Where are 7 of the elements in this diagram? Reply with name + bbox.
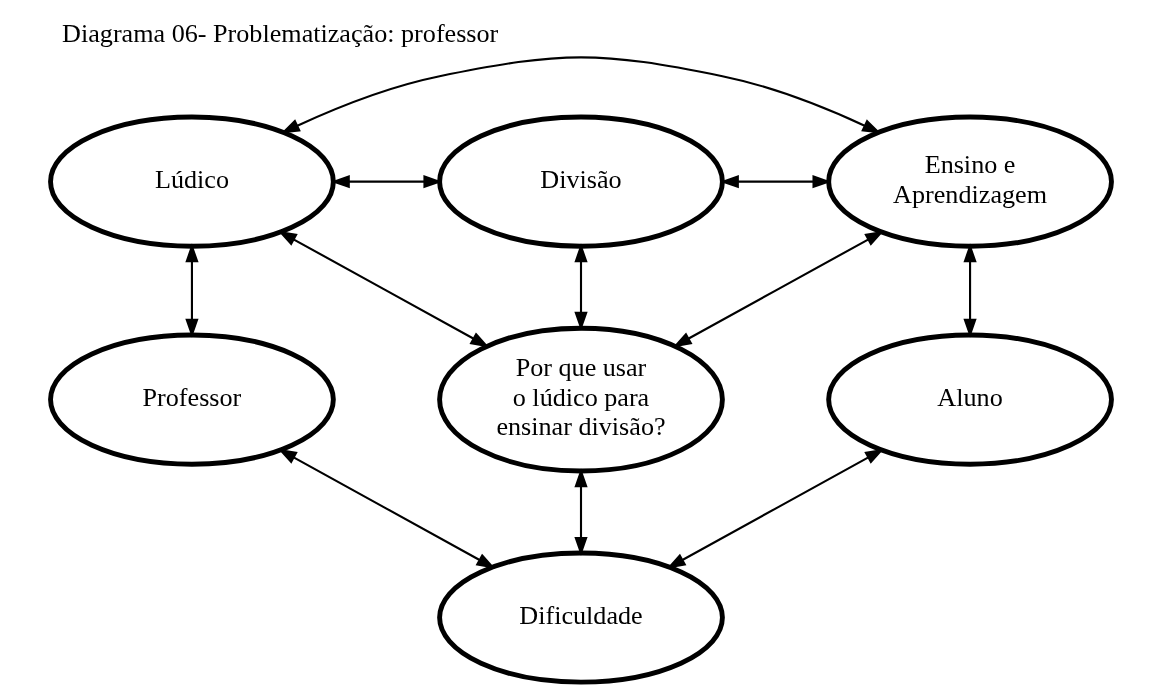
diagram-title: Diagrama 06- Problematização: professor — [62, 19, 499, 49]
node-ellipse: Por que usar o lúdico para ensinar divisão? — [437, 325, 725, 474]
arrow — [185, 243, 199, 338]
arrow — [574, 468, 588, 556]
arrow — [963, 243, 977, 338]
arrow — [574, 243, 588, 331]
node-ellipse: Divisão — [437, 114, 725, 249]
